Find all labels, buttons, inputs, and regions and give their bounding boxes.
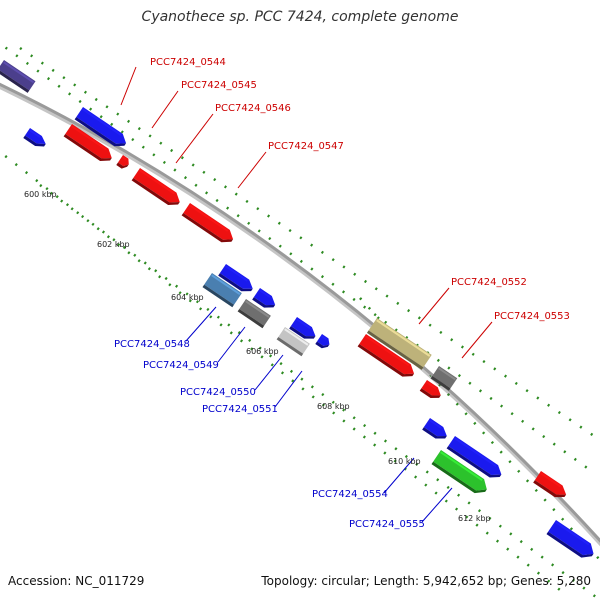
gene-label-pcc7424-0553[interactable]: PCC7424_0553	[494, 311, 570, 322]
gene-arrow-blue[interactable]	[546, 520, 597, 562]
tick-dotted-line	[0, 150, 561, 591]
leader-line	[151, 90, 179, 129]
leader-line	[217, 326, 246, 363]
tick-dotted-line	[0, 42, 591, 472]
gene-arrow-blue[interactable]	[315, 334, 332, 351]
gene-arrow-olive[interactable]	[366, 318, 432, 370]
tick-label-608: 608 kbp	[317, 402, 350, 411]
leader-line	[237, 151, 267, 189]
tick-label-606: 606 kbp	[246, 347, 279, 356]
leader-line	[418, 287, 450, 325]
gene-arrow-blue[interactable]	[218, 264, 256, 296]
leader-line	[421, 487, 453, 523]
map-title: Cyanothece sp. PCC 7424, complete genome	[141, 9, 459, 25]
gene-arrow-gray[interactable]	[237, 299, 271, 329]
leader-line	[185, 306, 217, 342]
gene-arrow-red[interactable]	[116, 155, 131, 171]
genome-backbone	[0, 82, 600, 543]
gene-arrow-red[interactable]	[181, 203, 237, 247]
leader-line	[383, 457, 415, 494]
leader-line	[274, 370, 303, 408]
gene-label-pcc7424-0555[interactable]: PCC7424_0555	[349, 519, 425, 530]
gene-arrow-red[interactable]	[419, 380, 444, 402]
gene-arrow-blue[interactable]	[446, 436, 505, 482]
gene-arrow-blue[interactable]	[422, 418, 450, 443]
tick-label-604: 604 kbp	[171, 293, 204, 302]
gene-arrow-blue[interactable]	[74, 107, 130, 151]
gene-arrow-silver[interactable]	[276, 327, 310, 357]
label-leader-lines	[120, 66, 493, 523]
leader-line	[120, 66, 137, 106]
gene-label-pcc7424-0549[interactable]: PCC7424_0549	[143, 360, 219, 371]
gene-label-pcc7424-0551[interactable]: PCC7424_0551	[202, 404, 278, 415]
gene-arrow-navy[interactable]	[0, 60, 36, 93]
gene-arrow-red[interactable]	[533, 471, 569, 502]
leader-line	[461, 321, 493, 359]
gene-label-pcc7424-0548[interactable]: PCC7424_0548	[114, 339, 190, 350]
gene-features[interactable]	[0, 60, 597, 562]
tick-label-600: 600 kbp	[24, 190, 57, 199]
gene-arrow-red[interactable]	[357, 334, 418, 381]
gene-arrow-blue[interactable]	[23, 128, 48, 150]
gene-arrow-steel[interactable]	[202, 273, 242, 308]
gene-arrow-green[interactable]	[431, 450, 490, 498]
gene-label-pcc7424-0546[interactable]: PCC7424_0546	[215, 103, 291, 114]
leader-line	[175, 113, 214, 164]
leader-line	[254, 354, 284, 391]
gene-label-pcc7424-0547[interactable]: PCC7424_0547	[268, 141, 344, 152]
gene-arrow-blue[interactable]	[252, 288, 278, 312]
tick-label-602: 602 kbp	[97, 240, 130, 249]
gene-arrow-red[interactable]	[63, 124, 115, 166]
topology-summary: Topology: circular; Length: 5,942,652 bp…	[261, 574, 591, 588]
gene-label-pcc7424-0544[interactable]: PCC7424_0544	[150, 57, 226, 68]
gene-arrow-gray[interactable]	[430, 366, 458, 391]
tick-marks	[0, 42, 600, 600]
accession-text: Accession: NC_011729	[8, 574, 145, 588]
tick-label-610: 610 kbp	[388, 457, 421, 466]
gene-label-pcc7424-0552[interactable]: PCC7424_0552	[451, 277, 527, 288]
gene-label-pcc7424-0545[interactable]: PCC7424_0545	[181, 80, 257, 91]
gene-label-pcc7424-0550[interactable]: PCC7424_0550	[180, 387, 256, 398]
gene-label-pcc7424-0554[interactable]: PCC7424_0554	[312, 489, 388, 500]
gene-arrow-red[interactable]	[131, 168, 183, 210]
gene-arrow-blue[interactable]	[289, 317, 318, 343]
tick-label-612: 612 kbp	[458, 514, 491, 523]
